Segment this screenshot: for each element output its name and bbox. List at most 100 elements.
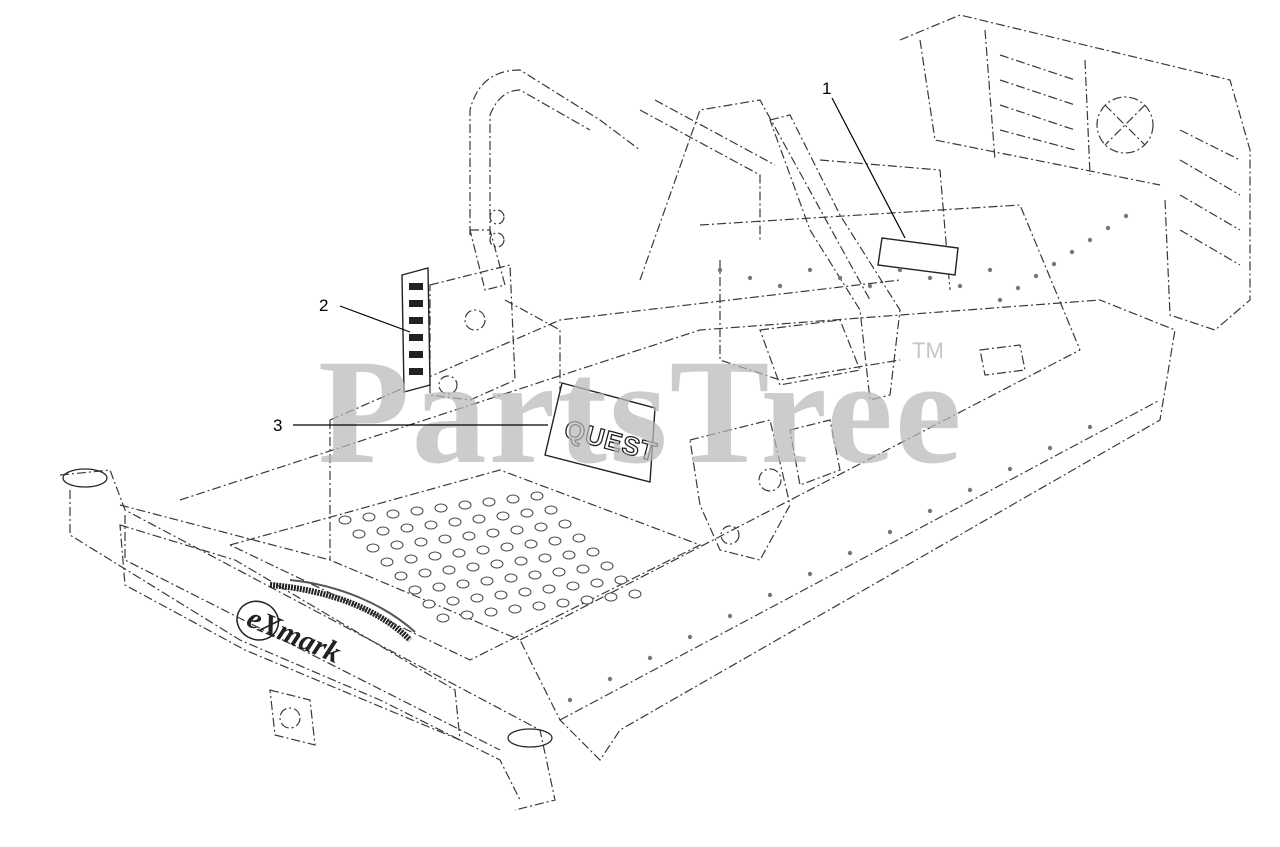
foot-plate-hole [600, 561, 614, 571]
foot-plate-hole [544, 505, 558, 515]
callout-3: 3 [273, 416, 548, 435]
foot-plate-hole [486, 528, 500, 538]
foot-plate-hole [390, 540, 404, 550]
foot-plate-hole [476, 545, 490, 555]
foot-plate-hole [542, 584, 556, 594]
frame-hole [1105, 225, 1111, 231]
frame-hole [1047, 445, 1053, 451]
foot-plate-hole [462, 531, 476, 541]
foot-plate-hole [500, 542, 514, 552]
frame-hole [847, 550, 853, 556]
foot-plate-hole [362, 512, 376, 522]
control-levers [469, 69, 901, 401]
watermark-tm: TM [912, 338, 944, 363]
frame-hole [837, 275, 843, 281]
foot-plate-hole [404, 554, 418, 564]
frame-hole [1087, 237, 1093, 243]
foot-plate-hole [538, 553, 552, 563]
frame-hole [867, 283, 873, 289]
foot-plate-hole [394, 571, 408, 581]
foot-plate-hole [452, 548, 466, 558]
foot-plate-hole [472, 514, 486, 524]
foot-plate-hole [604, 592, 618, 602]
foot-plate-hole [338, 515, 352, 525]
foot-plate-hole [586, 547, 600, 557]
frame-hole [927, 275, 933, 281]
foot-plate-hole [466, 562, 480, 572]
foot-plate-hole [580, 595, 594, 605]
callout-1-leader [831, 97, 906, 239]
foot-plate-hole [572, 533, 586, 543]
foot-plate-hole [524, 539, 538, 549]
foot-plate-hole [442, 565, 456, 575]
foot-plate-hole [482, 497, 496, 507]
frame-hole [1069, 249, 1075, 255]
foot-plate-hole [490, 559, 504, 569]
callout-3-decal: QUEST [544, 382, 661, 483]
foot-plate-hole [352, 529, 366, 539]
frame-hole [957, 283, 963, 289]
foot-plate-hole [380, 557, 394, 567]
frame-hole [687, 634, 693, 640]
front-bumper [59, 468, 556, 811]
foot-plate-hole [424, 520, 438, 530]
frame-hole [997, 297, 1003, 303]
callout-2: 2 [319, 296, 411, 333]
foot-plate-hole [408, 585, 422, 595]
frame-hole [567, 697, 573, 703]
frame-hole [727, 613, 733, 619]
chassis-frame [119, 99, 1176, 761]
foot-plate-hole [510, 525, 524, 535]
frame-hole [1007, 466, 1013, 472]
foot-plate-hole [494, 590, 508, 600]
watermark-text: PartsTree [318, 329, 963, 495]
exmark-swoosh [269, 582, 413, 643]
callout-2-decal-icons [409, 283, 423, 375]
callout-2-label: 2 [319, 296, 328, 315]
callout-2-decal [401, 267, 431, 393]
foot-plate-hole [410, 506, 424, 516]
foot-plate-hole [548, 536, 562, 546]
foot-plate-hole [558, 519, 572, 529]
frame-hole [767, 592, 773, 598]
frame-hole [747, 275, 753, 281]
foot-plate-hole [520, 508, 534, 518]
exmark-logo-text: eXmark [242, 601, 345, 670]
foot-plate-hole [514, 556, 528, 566]
foot-plate-hole [484, 607, 498, 617]
foot-plate-hole [428, 551, 442, 561]
foot-plate-hole [446, 596, 460, 606]
foot-plate-hole [576, 564, 590, 574]
callout-1: 1 [822, 79, 906, 239]
foot-plate-hole [432, 582, 446, 592]
foot-plate-hole [480, 576, 494, 586]
foot-plate-hole [566, 581, 580, 591]
foot-plate-hole [422, 599, 436, 609]
foot-plate [228, 469, 702, 661]
callout-1-decal [877, 237, 959, 276]
foot-plate-hole [556, 598, 570, 608]
frame-hole [807, 267, 813, 273]
foot-plate-hole [590, 578, 604, 588]
frame-holes [567, 213, 1129, 703]
foot-plate-hole [534, 522, 548, 532]
foot-plate-hole [518, 587, 532, 597]
foot-plate-hole [552, 567, 566, 577]
foot-plate-hole [614, 575, 628, 585]
rear-seat-frame [899, 14, 1251, 331]
frame-hole [1015, 285, 1021, 291]
foot-plate-hole [532, 601, 546, 611]
frame-hole [807, 571, 813, 577]
callout-2-leader [339, 305, 411, 333]
frame-hole [1051, 261, 1057, 267]
foot-plate-hole [376, 526, 390, 536]
foot-plate-hole [366, 543, 380, 553]
foot-plate-hole [386, 509, 400, 519]
foot-plate-hole [628, 589, 642, 599]
foot-plate-hole [400, 523, 414, 533]
foot-plate-hole [504, 573, 518, 583]
foot-plate-hole [418, 568, 432, 578]
frame-hole [987, 267, 993, 273]
frame-hole [887, 529, 893, 535]
